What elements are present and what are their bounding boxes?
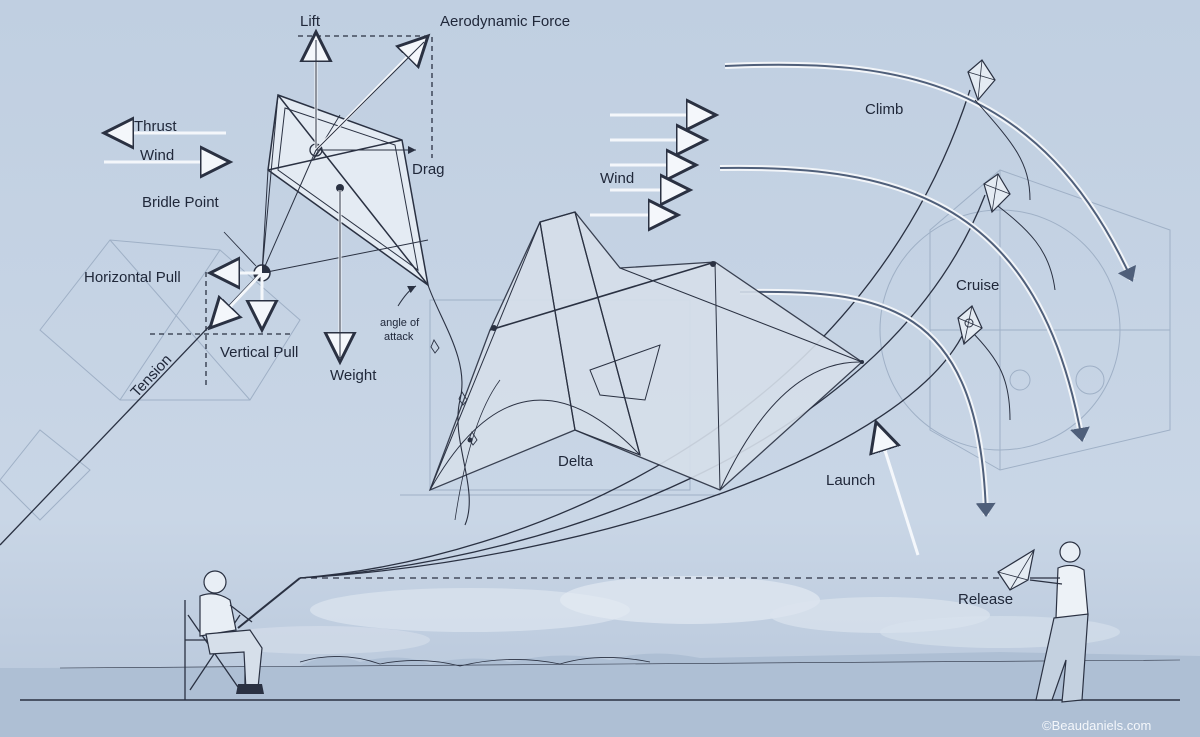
cruise-kite-lower bbox=[957, 305, 983, 346]
release-kite bbox=[997, 548, 1035, 591]
lift-label: Lift bbox=[300, 13, 321, 30]
angle-of-attack-label-line1: angle of bbox=[380, 317, 420, 329]
drag-label: Drag bbox=[412, 161, 445, 178]
ground bbox=[0, 652, 1200, 737]
angle-of-attack-label-line2: attack bbox=[384, 331, 414, 343]
copyright-text: ©Beaudaniels.com bbox=[1042, 718, 1151, 733]
climb-label: Climb bbox=[865, 101, 903, 118]
flight-path-arrows bbox=[719, 61, 1137, 556]
force-vectors bbox=[104, 32, 433, 386]
clouds bbox=[210, 576, 1120, 654]
center-wind-arrows bbox=[590, 115, 716, 215]
launch-label: Launch bbox=[826, 472, 875, 489]
thrust-label: Thrust bbox=[134, 118, 177, 135]
aerodynamic-force-label: Aerodynamic Force bbox=[440, 13, 570, 30]
bridle-point-label: Bridle Point bbox=[142, 194, 220, 211]
standing-launcher bbox=[1029, 541, 1089, 703]
wind-label-center: Wind bbox=[600, 170, 634, 187]
delta-kite bbox=[428, 211, 864, 521]
vertical-pull-label: Vertical Pull bbox=[220, 344, 298, 361]
horizontal-pull-label: Horizontal Pull bbox=[84, 269, 181, 286]
climb-kite bbox=[967, 59, 996, 102]
release-label: Release bbox=[958, 591, 1013, 608]
delta-label: Delta bbox=[558, 453, 594, 470]
weight-label: Weight bbox=[330, 367, 377, 384]
seated-flyer bbox=[184, 570, 301, 700]
wind-label-left: Wind bbox=[140, 147, 174, 164]
cruise-label: Cruise bbox=[956, 277, 999, 294]
cruise-kite-upper bbox=[983, 173, 1011, 214]
